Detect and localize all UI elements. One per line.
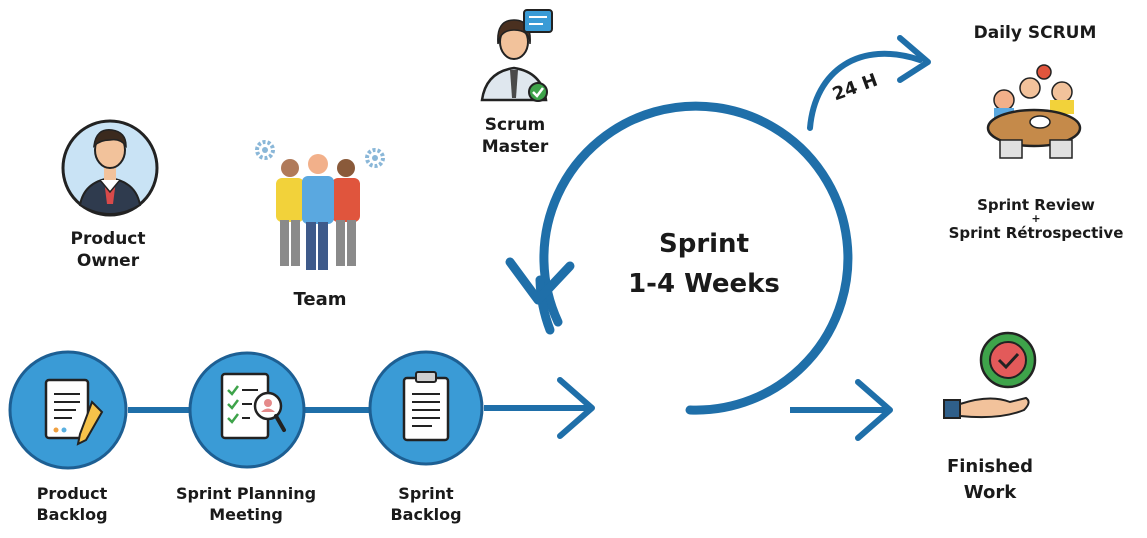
team-label: Team bbox=[293, 289, 347, 310]
daily-scrum-label: Daily SCRUM bbox=[973, 23, 1097, 43]
checklist-magnifier-icon bbox=[220, 372, 286, 440]
clipboard-icon bbox=[402, 371, 450, 442]
product-backlog-label: Product Backlog bbox=[36, 484, 108, 524]
scrum-master-label: Scrum Master bbox=[481, 115, 549, 158]
gear-icon bbox=[255, 140, 275, 160]
pipeline-node-sprint-backlog bbox=[368, 350, 484, 466]
finished-work-label: Finished Work bbox=[946, 456, 1034, 504]
finished-work-icon bbox=[943, 331, 1037, 419]
product-owner-avatar-icon bbox=[61, 119, 159, 217]
daily-cycle-arrow bbox=[807, 35, 931, 131]
sprint-planning-label: Sprint Planning Meeting bbox=[175, 484, 317, 524]
pipeline-node-sprint-planning bbox=[188, 351, 306, 469]
meeting-table-icon bbox=[986, 64, 1082, 159]
check-icon bbox=[528, 82, 548, 102]
scrum-master-icon bbox=[480, 9, 553, 102]
sprint-label: Sprint 1-4 Weeks bbox=[628, 229, 780, 300]
sprint-review-label: Sprint Review + Sprint Rétrospective bbox=[948, 196, 1124, 242]
pipeline-connectors bbox=[128, 377, 595, 439]
document-pencil-icon bbox=[44, 378, 104, 446]
output-arrow bbox=[790, 379, 893, 441]
product-owner-label: Product Owner bbox=[70, 229, 146, 272]
sprint-backlog-label: Sprint Backlog bbox=[390, 484, 462, 524]
team-icon bbox=[255, 140, 385, 270]
gear-icon bbox=[365, 148, 385, 168]
pipeline-node-product-backlog bbox=[8, 350, 128, 470]
cycle-arrowhead-icon bbox=[505, 257, 575, 305]
sprint-cycle-circle bbox=[505, 101, 853, 415]
